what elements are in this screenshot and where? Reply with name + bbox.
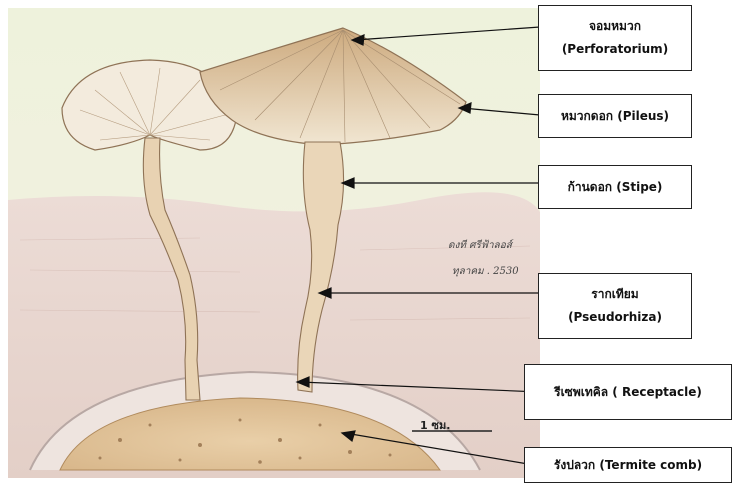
label-receptacle-text: รีเซพเทคิล ( Receptacle) (554, 381, 702, 404)
artist-signature: ดงที ศรีฟ้าลอส์ (448, 238, 512, 253)
label-perforatorium-thai: จอมหมวก (589, 15, 641, 38)
label-receptacle: รีเซพเทคิล ( Receptacle) (524, 364, 732, 420)
label-pileus: หมวกดอก (Pileus) (538, 94, 692, 138)
label-pseudorhiza: รากเทียม (Pseudorhiza) (538, 273, 692, 339)
label-perforatorium-latin: (Perforatorium) (562, 38, 668, 61)
signature-date: ทุลาคม . 2530 (452, 264, 519, 279)
scale-label: 1 ซม. (420, 416, 450, 434)
label-perforatorium: จอมหมวก (Perforatorium) (538, 5, 692, 71)
label-stipe: ก้านดอก (Stipe) (538, 165, 692, 209)
label-termite-comb: รังปลวก (Termite comb) (524, 447, 732, 483)
label-pseudorhiza-latin: (Pseudorhiza) (568, 306, 662, 329)
label-pileus-text: หมวกดอก (Pileus) (561, 105, 669, 128)
label-stipe-text: ก้านดอก (Stipe) (568, 176, 663, 199)
label-pseudorhiza-thai: รากเทียม (591, 283, 638, 306)
label-termite-comb-text: รังปลวก (Termite comb) (554, 454, 702, 477)
